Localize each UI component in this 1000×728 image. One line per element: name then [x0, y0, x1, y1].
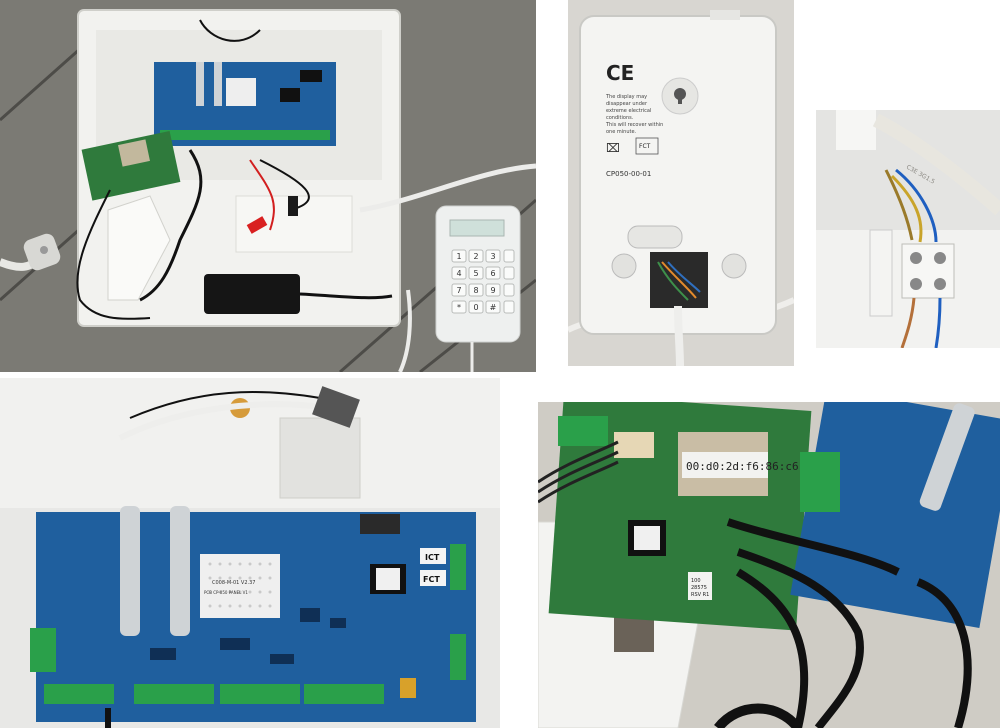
warning-text-line: conditions.	[606, 115, 634, 121]
keypad-key	[485, 283, 501, 297]
keypad-key	[485, 300, 501, 314]
power-plug	[0, 233, 61, 271]
keypad-key-label: 8	[473, 286, 478, 295]
ict-label: ICT	[425, 553, 440, 562]
keypad-key	[451, 300, 467, 314]
model-label: CP050-00-01	[606, 170, 651, 178]
weee-icon: ⌧	[606, 141, 620, 155]
keypad-function-key	[503, 300, 515, 314]
warning-text-line: one minute.	[606, 129, 637, 135]
keypad-key	[485, 249, 501, 263]
keypad-key	[468, 249, 484, 263]
keypad-function-key	[503, 266, 515, 280]
photo-panel-main-board: C008-M-01 V2.37 PCB CP-050 PANEL V1 ICT …	[0, 378, 500, 728]
warning-text-line: extreme electrical	[606, 108, 651, 114]
warning-text-line: The display may	[605, 94, 647, 100]
keypad-key	[485, 266, 501, 280]
chip-label-1: C008-M-01 V2.37	[212, 580, 255, 586]
terminal-block	[901, 243, 955, 299]
black-cables	[726, 518, 972, 728]
main-board-image: C008-M-01 V2.37 PCB CP-050 PANEL V1 ICT …	[0, 378, 500, 728]
keypad-key	[468, 300, 484, 314]
keypad-key-label: 4	[456, 269, 461, 278]
ethernet-module-image: 00:d0:2d:f6:86:c6 100 28575 RSV R1	[538, 402, 1000, 728]
keypad-key-label: 6	[490, 269, 495, 278]
keypad-key	[451, 266, 467, 280]
keypad-key	[468, 266, 484, 280]
main-board	[154, 62, 336, 146]
keypad-key-label: 1	[456, 252, 461, 261]
keypad-key-label: *	[457, 303, 461, 312]
keypad-function-key	[503, 249, 515, 263]
sticker-line-1: 100	[691, 578, 701, 584]
photo-panel-ethernet-module: 00:d0:2d:f6:86:c6 100 28575 RSV R1	[538, 402, 1000, 728]
warning-text-line: disappear under	[606, 101, 648, 107]
terminal-strip	[30, 544, 466, 704]
keypad-key	[468, 283, 484, 297]
power-supply	[204, 274, 300, 314]
fct-label-board: FCT	[423, 575, 440, 584]
keypad-key-label: 0	[473, 303, 478, 312]
keypad-key-label: 9	[490, 286, 495, 295]
photo-panel-terminal-block: C3E 3G1.5	[816, 110, 1000, 348]
sticker-line-2: 28575	[691, 585, 707, 591]
terminal-block-image: C3E 3G1.5	[816, 110, 1000, 348]
mac-label: 00:d0:2d:f6:86:c6	[686, 460, 799, 473]
keypad-key-label: 7	[456, 286, 461, 295]
panel-overview-image: 1 2 3 4 5 6 7 8 9 * 0 #	[0, 0, 536, 372]
keypad-key-label: 5	[473, 269, 478, 278]
keypad-key-label: #	[490, 303, 497, 312]
chip-label-2: PCB CP-050 PANEL V1	[204, 590, 248, 595]
keypad-device: 1 2 3 4 5 6 7 8 9 * 0 #	[435, 205, 521, 343]
keypad-key-label: 3	[490, 252, 495, 261]
sticker-line-3: RSV R1	[691, 592, 709, 598]
ethernet-module	[81, 131, 181, 201]
keypad-function-key	[503, 283, 515, 297]
keypad-display	[449, 219, 505, 237]
mains-cable	[872, 113, 1000, 216]
keypad-key	[451, 283, 467, 297]
warning-text-line: This will recover within	[605, 122, 663, 128]
ce-mark: CE	[606, 61, 634, 85]
photo-panel-overview: 1 2 3 4 5 6 7 8 9 * 0 #	[0, 0, 536, 372]
keypad-key-label: 2	[473, 252, 478, 261]
keypad-key	[451, 249, 467, 263]
fct-label: FCT	[639, 143, 651, 150]
